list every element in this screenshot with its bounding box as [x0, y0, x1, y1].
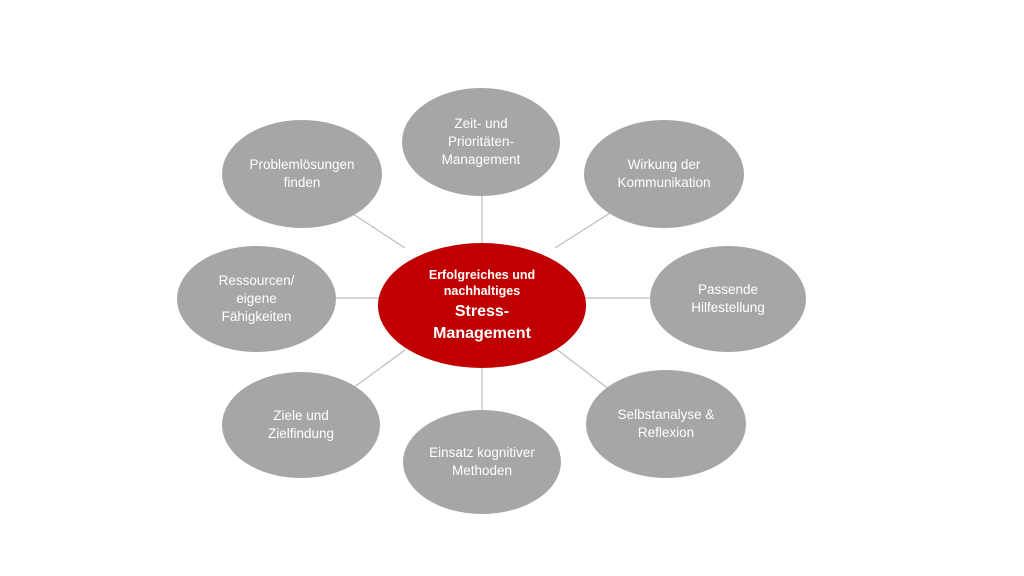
- node-label: Zeit- und Prioritäten- Management: [441, 116, 521, 167]
- node-label: Wirkung der Kommunikation: [617, 157, 711, 190]
- connector-top-right: [554, 212, 611, 249]
- node-problemloesungen-finden: Problemlösungen finden: [222, 120, 382, 228]
- node-einsatz-kognitiver-methoden: Einsatz kognitiver Methoden: [403, 410, 561, 514]
- node-wirkung-kommunikation: Wirkung der Kommunikation: [584, 120, 744, 228]
- center-node-stress-management: Erfolgreiches und nachhaltiges Stress- M…: [378, 243, 586, 368]
- node-zeit-prioritaeten-management: Zeit- und Prioritäten- Management: [402, 88, 560, 196]
- node-passende-hilfestellung: Passende Hilfestellung: [650, 246, 806, 352]
- center-title: Stress- Management: [433, 302, 531, 342]
- node-selbstanalyse-reflexion: Selbstanalyse & Reflexion: [586, 370, 746, 478]
- node-ressourcen-faehigkeiten: Ressourcen/ eigene Fähigkeiten: [177, 246, 336, 352]
- connector-bottom-right: [554, 347, 611, 391]
- node-label: Passende Hilfestellung: [691, 282, 765, 315]
- connector-bottom-left: [352, 349, 406, 389]
- node-label: Ressourcen/ eigene Fähigkeiten: [218, 273, 295, 324]
- node-label: Problemlösungen finden: [249, 157, 355, 190]
- node-label: Selbstanalyse & Reflexion: [617, 407, 715, 440]
- center-subtitle: Erfolgreiches und nachhaltiges: [428, 267, 536, 298]
- connector-top-left: [352, 213, 406, 249]
- node-label: Einsatz kognitiver Methoden: [429, 445, 535, 478]
- node-ziele-zielfindung: Ziele und Zielfindung: [222, 372, 380, 478]
- node-label: Ziele und Zielfindung: [267, 408, 335, 441]
